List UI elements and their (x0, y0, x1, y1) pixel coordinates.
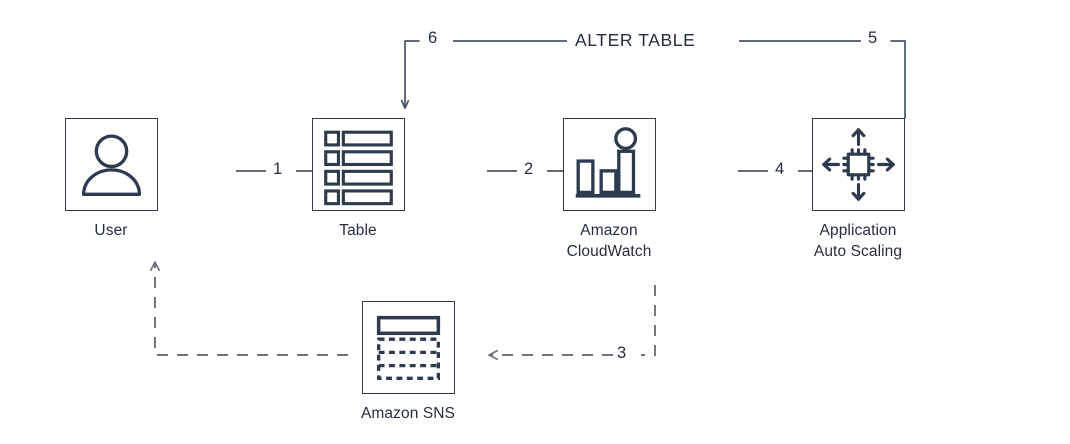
edge-label-5: 5 (868, 29, 878, 47)
node-table-box[interactable] (311, 118, 405, 211)
alter-table-label: ALTER TABLE (575, 30, 696, 50)
node-table[interactable]: Table (298, 118, 418, 241)
edge-label-6: 6 (428, 29, 438, 47)
edge-label-1: 1 (273, 160, 283, 178)
cloudwatch-icon (575, 127, 640, 198)
node-table-label: Table (339, 222, 377, 239)
edge-7-connector (155, 262, 348, 356)
node-auto-scaling[interactable]: Application Auto Scaling (798, 118, 918, 262)
edge-3-connector (489, 285, 656, 355)
node-sns-box[interactable] (361, 301, 455, 394)
auto-scaling-icon (821, 128, 895, 201)
node-user-label: User (94, 222, 128, 239)
node-auto-scaling-label: Application Auto Scaling (813, 222, 903, 260)
node-user-box[interactable] (64, 118, 158, 211)
edge-5-connector (739, 40, 906, 119)
node-sns-label: Amazon SNS (360, 405, 456, 422)
node-cloudwatch-box[interactable] (562, 118, 656, 211)
edge-label-4: 4 (775, 160, 785, 178)
node-user[interactable]: User (51, 118, 171, 241)
edge-label-3: 3 (617, 344, 627, 362)
table-icon (323, 130, 393, 206)
user-icon (81, 134, 141, 197)
node-cloudwatch-label: Amazon CloudWatch (566, 222, 652, 260)
node-cloudwatch[interactable]: Amazon CloudWatch (549, 118, 669, 262)
sns-icon (376, 315, 440, 380)
edge-6-connector (405, 40, 567, 109)
node-auto-scaling-box[interactable] (811, 118, 905, 211)
node-sns[interactable]: Amazon SNS (348, 301, 468, 424)
edge-label-2: 2 (524, 160, 534, 178)
